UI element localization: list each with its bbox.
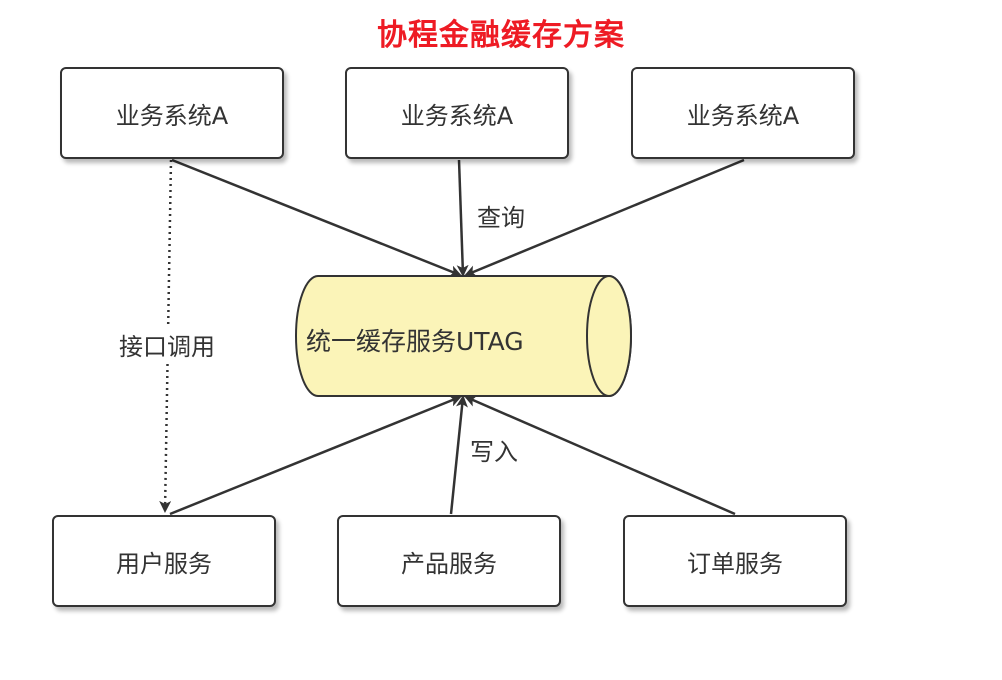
bottom-node-product-service: 产品服务 [337,515,561,607]
edge-product-service-to-cache [449,395,468,515]
cylinder-end [586,275,632,397]
edge-top-middle-to-cache [456,159,469,277]
bottom-node-order-service: 订单服务 [623,515,847,607]
edge-user-service-to-cache [169,395,462,516]
top-node-business-system-2: 业务系统A [345,67,569,159]
cache-node-label: 统一缓存服务UTAG [306,327,524,356]
cache-cylinder [295,275,632,397]
edge-top-left-to-cache [171,158,462,277]
edge-top-right-to-cache [464,158,745,277]
top-node-business-system-3: 业务系统A [631,67,855,159]
top-node-business-system-1: 业务系统A [60,67,284,159]
edge-order-service-to-cache [464,395,736,516]
edge-label-write: 写入 [470,438,518,466]
diagram-title: 协程金融缓存方案 [377,18,625,53]
bottom-node-user-service: 用户服务 [52,515,276,607]
edge-label-interface-call: 接口调用 [117,327,217,362]
edge-label-query: 查询 [477,204,525,232]
